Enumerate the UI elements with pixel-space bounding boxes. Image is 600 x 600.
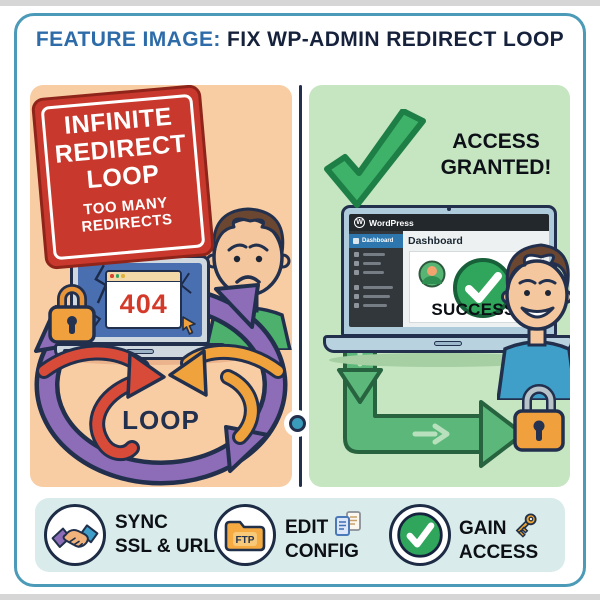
menu-icon (354, 261, 359, 266)
wp-menu-item (349, 257, 403, 266)
menu-placeholder (363, 271, 384, 274)
documents-icon (335, 511, 362, 536)
error-code: 404 (119, 288, 168, 319)
wp-menu-label: Dashboard (362, 238, 394, 244)
step1-line2: SSL & URL (115, 536, 215, 557)
screen-background: 404 (78, 263, 202, 337)
menu-icon (354, 285, 359, 290)
step1-circle (44, 504, 106, 566)
menu-icon (354, 252, 359, 257)
camera-dot (447, 207, 451, 211)
access-granted-title: ACCESS GRANTED! (427, 129, 565, 181)
step3-line1: GAIN (459, 518, 507, 539)
step2-label: EDIT CONFIG (285, 511, 363, 564)
problem-panel: 404 INFINITE REDIRECT LOOP TOO MANY REDI… (30, 85, 292, 487)
error-404-window: 404 (105, 269, 183, 329)
window-dot-red (110, 274, 114, 278)
wordpress-laptop: W WordPress Dashboard (323, 205, 570, 353)
handshake-icon (51, 524, 99, 548)
wp-sidebar: Dashboard (349, 231, 404, 327)
check-circle-icon (397, 512, 443, 558)
access-line1: ACCESS (452, 130, 540, 153)
menu-icon (354, 270, 359, 275)
wordpress-logo-icon: W (354, 217, 365, 228)
success-check-icon (452, 258, 513, 318)
wp-topbar: W WordPress (349, 214, 549, 231)
menu-placeholder (363, 295, 390, 298)
user-avatar-icon (418, 260, 446, 288)
panel-divider (289, 85, 306, 487)
letterbox-top (0, 0, 600, 6)
happy-user (497, 243, 570, 400)
touchpad (434, 341, 462, 346)
page-title: FEATURE IMAGE: FIX WP-ADMIN REDIRECT LOO… (0, 28, 600, 52)
browser-titlebar (107, 271, 181, 282)
wp-page-heading: Dashboard (408, 235, 463, 247)
key-icon (515, 513, 537, 538)
menu-icon (354, 294, 359, 299)
menu-placeholder (363, 253, 385, 256)
wp-menu-dashboard: Dashboard (349, 234, 404, 248)
divider-dot (289, 415, 306, 432)
step2-circle: FTP (214, 504, 276, 566)
step3-line2: ACCESS (459, 542, 539, 563)
step3-line1-row: GAIN (459, 511, 539, 541)
wp-brand: WordPress (369, 217, 414, 228)
loop-label: LOOP (122, 405, 200, 435)
steps-bar: SYNC SSL & URL FTP EDIT CONFIG GAIN (35, 498, 565, 572)
wp-menu-item (349, 248, 403, 257)
ftp-label: FTP (236, 535, 255, 546)
step2-line2: CONFIG (285, 541, 359, 562)
wp-menu-item (349, 299, 403, 308)
solution-panel: W WordPress Dashboard (309, 85, 570, 487)
cursor-icon (182, 316, 196, 335)
red-arrow (36, 344, 166, 462)
dashboard-icon (353, 238, 359, 244)
success-label: SUCCESS! (431, 300, 522, 319)
step3-label: GAIN ACCESS (459, 511, 539, 565)
big-checkmark-icon (324, 109, 426, 208)
title-main: FIX WP-ADMIN REDIRECT LOOP (227, 28, 565, 51)
step3-circle (389, 504, 451, 566)
step1-line1: SYNC (115, 512, 168, 533)
ftp-folder-icon: FTP (224, 520, 266, 552)
access-line2: GRANTED! (440, 156, 552, 179)
orange-arrow (168, 343, 286, 445)
title-prefix: FEATURE IMAGE: (35, 28, 221, 51)
locked-padlock-icon (48, 284, 96, 344)
menu-icon (354, 303, 359, 308)
flow-arrow (337, 340, 525, 468)
laptop-shadow (329, 353, 549, 367)
step2-line1: EDIT (285, 517, 329, 538)
menu-placeholder (363, 262, 381, 265)
step2-line1-row: EDIT (285, 511, 363, 540)
window-dot-green (115, 274, 120, 278)
menu-placeholder (363, 304, 387, 307)
unlocked-padlock-icon (513, 384, 565, 452)
window-dot-yellow (121, 274, 125, 278)
menu-placeholder (363, 286, 393, 289)
wp-menu-item (349, 290, 403, 299)
wp-menu-item (349, 266, 403, 275)
step1-label: SYNC SSL & URL (115, 511, 215, 559)
letterbox-bottom (0, 594, 600, 600)
wp-menu-item (349, 281, 403, 290)
clash-arrows (36, 343, 286, 462)
